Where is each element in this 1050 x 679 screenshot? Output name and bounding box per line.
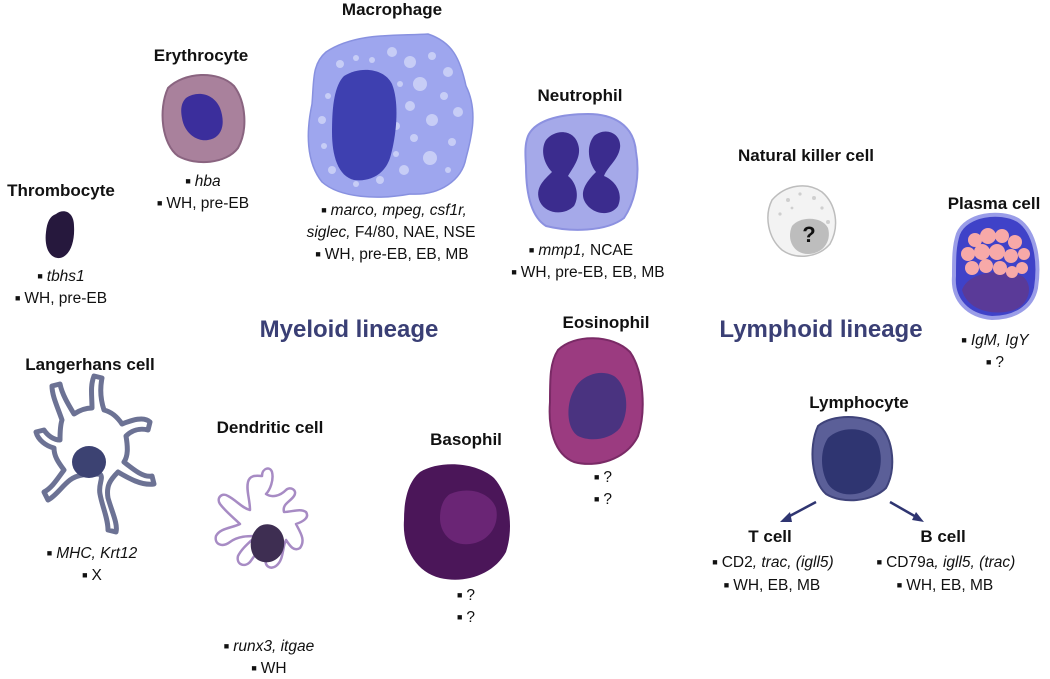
- t-cell-markers: ■CD2, trac, (igll5): [712, 554, 834, 571]
- macrophage-title: Macrophage: [341, 0, 443, 19]
- macrophage-illustration: [307, 33, 474, 198]
- basophil-markers: ■?: [456, 587, 476, 604]
- b-cell-markers: ■CD79a, igll5, (trac): [876, 554, 1016, 571]
- dendritic-markers: ■runx3, itgae: [223, 638, 315, 655]
- langerhans-title: Langerhans cell: [25, 355, 155, 374]
- eosinophil-locations: ■?: [593, 491, 613, 508]
- neutrophil-markers: ■mmp1, NCAE: [528, 242, 634, 259]
- basophil-locations: ■?: [456, 609, 476, 626]
- dendritic-illustration: [214, 467, 309, 569]
- plasma-cell-title: Plasma cell: [947, 194, 1041, 213]
- langerhans-markers: ■MHC, Krt12: [46, 545, 138, 562]
- t-cell-title: T cell: [748, 527, 792, 546]
- thrombocyte-markers: ■tbhs1: [37, 268, 85, 285]
- lymphocyte-title: Lymphocyte: [809, 393, 909, 412]
- langerhans-illustration: [33, 373, 157, 535]
- langerhans-locations: ■X: [82, 567, 102, 584]
- lymphoid-lineage-label: Lymphoid lineage: [719, 316, 923, 343]
- t-cell-locations: ■WH, EB, MB: [723, 577, 821, 594]
- eosinophil-markers: ■?: [593, 469, 613, 486]
- b-cell-locations: ■WH, EB, MB: [896, 577, 994, 594]
- lymphocyte-illustration: [811, 416, 894, 502]
- nk-cell-title: Natural killer cell: [737, 146, 875, 165]
- thrombocyte-illustration: [45, 211, 75, 259]
- erythrocyte-locations: ■WH, pre-EB: [156, 195, 250, 212]
- thrombocyte-locations: ■WH, pre-EB: [14, 290, 108, 307]
- erythrocyte-illustration: [161, 73, 246, 164]
- neutrophil-illustration: [524, 112, 639, 231]
- erythrocyte-markers: ■hba: [185, 173, 221, 190]
- macrophage-locations: ■WH, pre-EB, EB, MB: [315, 246, 469, 263]
- basophil-title: Basophil: [430, 430, 502, 449]
- thrombocyte-title: Thrombocyte: [7, 181, 115, 200]
- macrophage-markers-line2: siglec, F4/80, NAE, NSE: [306, 224, 476, 241]
- erythrocyte-title: Erythrocyte: [153, 46, 249, 65]
- plasma-cell-locations: ■?: [985, 354, 1005, 371]
- eosinophil-title: Eosinophil: [562, 313, 650, 332]
- macrophage-markers-line1: ■marco, mpeg, csf1r,: [321, 202, 467, 219]
- plasma-cell-illustration: [951, 212, 1040, 321]
- neutrophil-title: Neutrophil: [537, 86, 623, 105]
- basophil-illustration: [403, 464, 510, 580]
- arrow-to-b-cell: [889, 500, 924, 522]
- dendritic-locations: ■WH: [251, 660, 287, 677]
- dendritic-title: Dendritic cell: [216, 418, 324, 437]
- b-cell-title: B cell: [920, 527, 966, 546]
- arrow-to-t-cell: [780, 500, 817, 522]
- myeloid-lineage-label: Myeloid lineage: [259, 316, 439, 343]
- nk-question-mark: ?: [802, 222, 815, 247]
- nk-cell-illustration: ?: [767, 185, 837, 257]
- neutrophil-locations: ■WH, pre-EB, EB, MB: [511, 264, 665, 281]
- eosinophil-illustration: [548, 337, 644, 465]
- plasma-cell-markers: ■IgM, IgY: [961, 332, 1029, 349]
